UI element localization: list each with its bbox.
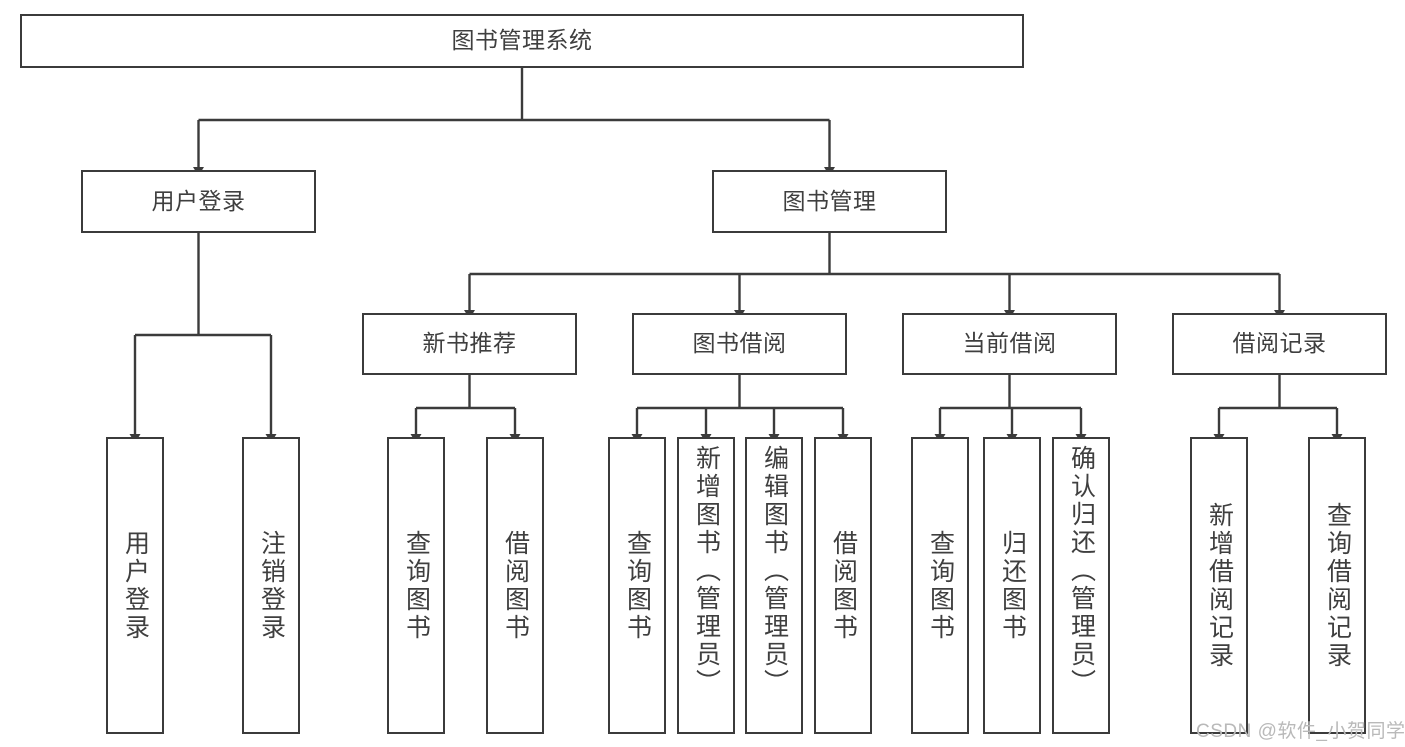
node-label: 用户登录 (121, 529, 150, 642)
node-leaf-logout[interactable]: 注销登录 (242, 437, 300, 734)
csdn-watermark: CSDN @软件_小贺同学 (1196, 721, 1405, 742)
node-leaf-borrow-2[interactable]: 借阅图书 (814, 437, 872, 734)
node-leaf-add-rec[interactable]: 新增借阅记录 (1190, 437, 1248, 734)
node-borrow-record[interactable]: 借阅记录 (1172, 313, 1387, 375)
node-label: 新增图书（管理员） (692, 445, 721, 697)
node-label: 查询借阅记录 (1323, 501, 1352, 670)
node-label: 归还图书 (998, 529, 1027, 642)
node-label: 当前借阅 (962, 330, 1057, 357)
node-label: 编辑图书（管理员） (760, 445, 789, 697)
node-label: 注销登录 (257, 529, 286, 642)
node-label: 图书管理 (782, 187, 877, 214)
node-label: 图书管理系统 (451, 27, 593, 54)
node-label: 借阅记录 (1232, 330, 1327, 357)
node-user-login[interactable]: 用户登录 (81, 170, 316, 233)
node-label: 图书借阅 (692, 330, 787, 357)
node-leaf-user-login[interactable]: 用户登录 (106, 437, 164, 734)
node-label: 借阅图书 (829, 529, 858, 642)
node-leaf-add-book[interactable]: 新增图书（管理员） (677, 437, 735, 734)
node-leaf-query-rec[interactable]: 查询借阅记录 (1308, 437, 1366, 734)
node-leaf-query-2[interactable]: 查询图书 (608, 437, 666, 734)
node-book-manage[interactable]: 图书管理 (712, 170, 947, 233)
node-label: 查询图书 (926, 529, 955, 642)
node-book-borrow[interactable]: 图书借阅 (632, 313, 847, 375)
node-label: 新增借阅记录 (1205, 501, 1234, 670)
node-label: 查询图书 (623, 529, 652, 642)
node-leaf-query-1[interactable]: 查询图书 (387, 437, 445, 734)
node-leaf-query-3[interactable]: 查询图书 (911, 437, 969, 734)
node-leaf-confirm[interactable]: 确认归还（管理员） (1052, 437, 1110, 734)
node-label: 确认归还（管理员） (1067, 445, 1096, 697)
node-new-book-rec[interactable]: 新书推荐 (362, 313, 577, 375)
node-current-borrow[interactable]: 当前借阅 (902, 313, 1117, 375)
node-leaf-edit-book[interactable]: 编辑图书（管理员） (745, 437, 803, 734)
node-label: 借阅图书 (501, 529, 530, 642)
node-leaf-return[interactable]: 归还图书 (983, 437, 1041, 734)
node-label: 新书推荐 (422, 330, 517, 357)
node-label: 用户登录 (151, 187, 246, 214)
node-label: 查询图书 (402, 529, 431, 642)
node-leaf-borrow-1[interactable]: 借阅图书 (486, 437, 544, 734)
node-root[interactable]: 图书管理系统 (20, 14, 1024, 68)
